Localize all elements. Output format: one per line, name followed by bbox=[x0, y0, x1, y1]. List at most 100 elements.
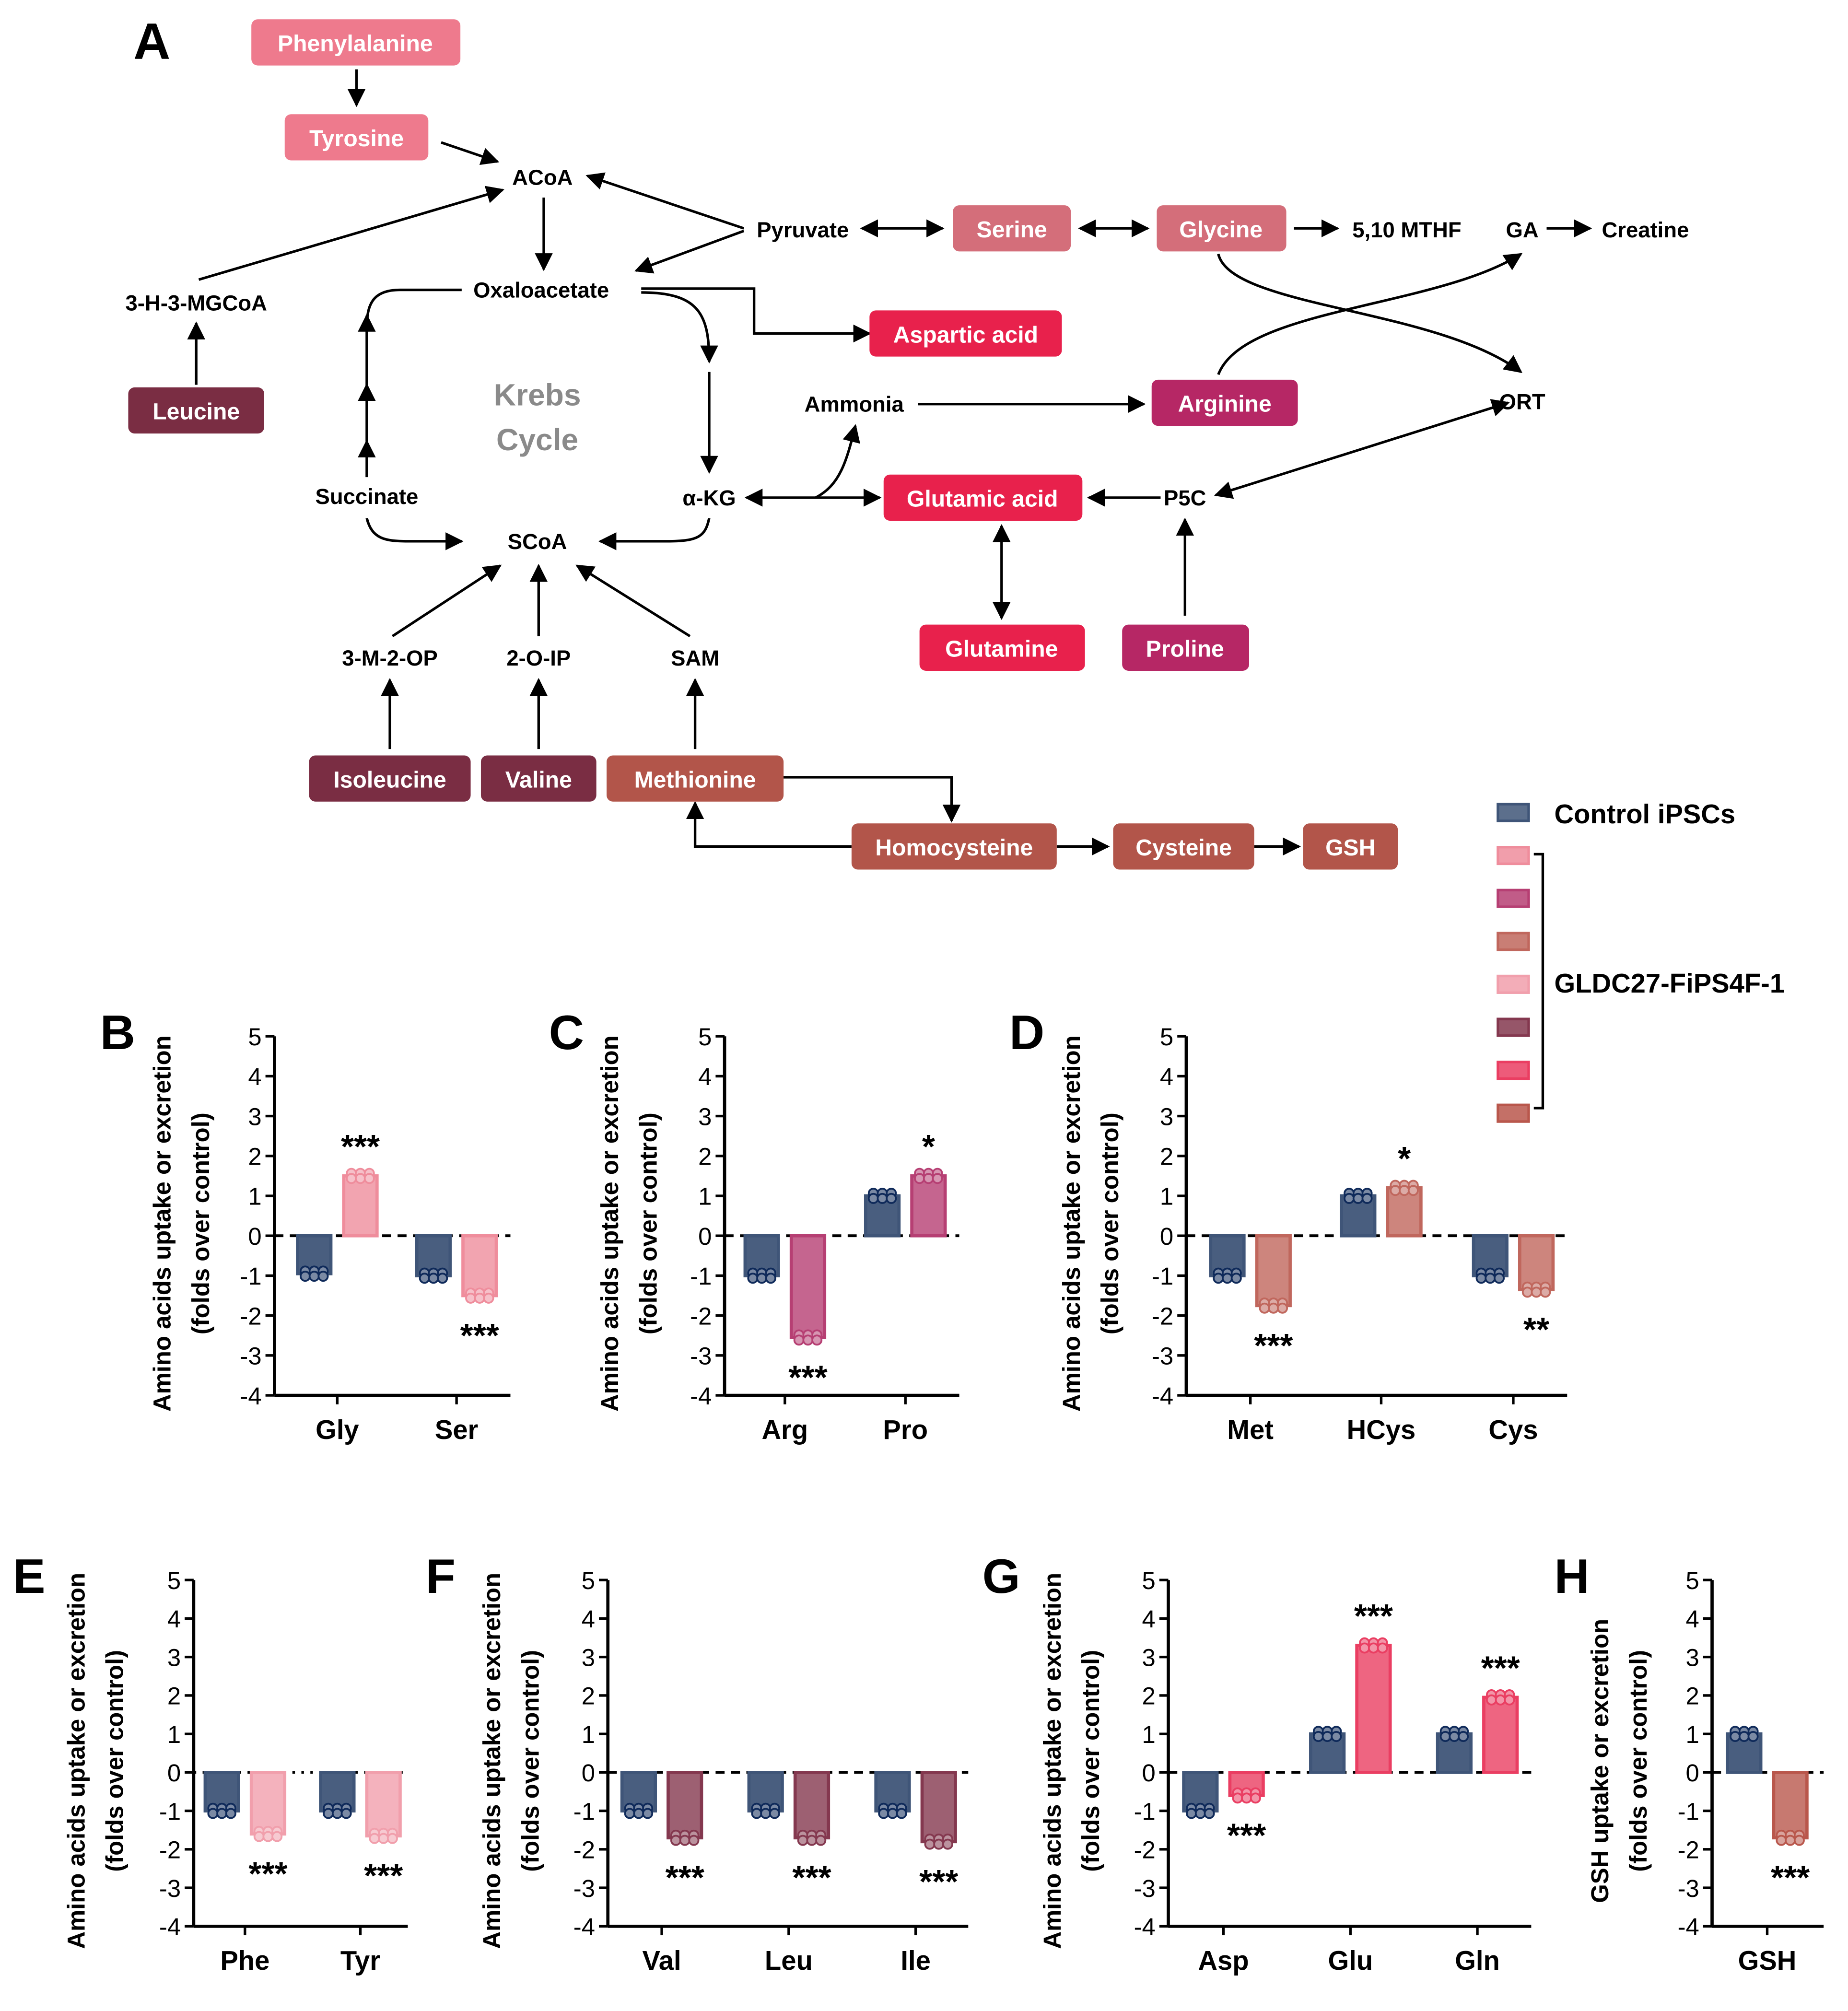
x-tick-label: Val bbox=[642, 1945, 681, 1976]
data-point bbox=[923, 1173, 934, 1184]
legend-swatch-7 bbox=[1497, 1103, 1530, 1123]
data-point bbox=[216, 1808, 228, 1819]
y-tick-label: -4 bbox=[159, 1913, 181, 1941]
pathway-node-proline: Proline bbox=[1122, 624, 1249, 671]
label-ort: ORT bbox=[1499, 389, 1545, 414]
y-axis-label-line2: (folds over control) bbox=[187, 1112, 214, 1334]
y-axis-label-line2: (folds over control) bbox=[634, 1112, 662, 1334]
x-tick-label: Asp bbox=[1198, 1945, 1249, 1976]
data-point bbox=[419, 1273, 430, 1284]
y-tick-label: 1 bbox=[1685, 1721, 1699, 1748]
y-tick-label: 3 bbox=[1685, 1644, 1699, 1671]
y-axis-label-line1: Amino acids uptake or excretion bbox=[149, 1035, 176, 1412]
pathway-node-glutamine: Glutamine bbox=[919, 624, 1085, 671]
label-scoa: SCoA bbox=[508, 529, 567, 554]
significance-marker: * bbox=[1398, 1140, 1411, 1177]
treated-bar-val bbox=[667, 1771, 703, 1840]
data-point bbox=[914, 1173, 925, 1184]
y-tick-label: 4 bbox=[698, 1063, 712, 1090]
data-point bbox=[323, 1808, 334, 1819]
data-point bbox=[474, 1292, 485, 1304]
y-tick-label: 3 bbox=[167, 1644, 181, 1671]
y-axis-label-line2: (folds over control) bbox=[1096, 1112, 1123, 1334]
data-point bbox=[253, 1831, 265, 1842]
treated-bar-gln bbox=[1482, 1695, 1519, 1774]
svg-text:Glutamic acid: Glutamic acid bbox=[907, 486, 1058, 512]
pathway-node-arginine: Arginine bbox=[1151, 379, 1298, 426]
pathway-node-tyrosine: Tyrosine bbox=[284, 114, 429, 161]
label-succinate: Succinate bbox=[316, 484, 419, 509]
data-point bbox=[1399, 1185, 1410, 1196]
y-tick-label: -2 bbox=[159, 1836, 181, 1864]
y-tick-label: 5 bbox=[698, 1023, 712, 1051]
y-tick-label: 1 bbox=[1142, 1721, 1155, 1748]
y-tick-label: -3 bbox=[240, 1343, 261, 1370]
y-tick-label: -2 bbox=[1152, 1302, 1173, 1330]
significance-marker: *** bbox=[341, 1128, 380, 1165]
pathway-arrows bbox=[187, 69, 1592, 856]
data-point bbox=[262, 1831, 274, 1842]
svg-text:Isoleucine: Isoleucine bbox=[333, 767, 446, 793]
data-point bbox=[1747, 1730, 1759, 1742]
svg-text:Arginine: Arginine bbox=[1178, 391, 1272, 417]
pathway-node-cysteine: Cysteine bbox=[1113, 823, 1254, 870]
label-3m2op: 3-M-2-OP bbox=[342, 646, 438, 670]
x-tick-label: Leu bbox=[765, 1945, 813, 1976]
label-2oip: 2-O-IP bbox=[506, 646, 571, 670]
data-point bbox=[1241, 1792, 1252, 1804]
legend-group-label: GLDC27-FiPS4F-1 bbox=[1555, 968, 1785, 998]
x-tick-label: Gly bbox=[316, 1415, 359, 1445]
y-tick-label: -3 bbox=[690, 1343, 712, 1370]
legend-swatch-5 bbox=[1497, 1017, 1530, 1037]
y-axis-label-line2: (folds over control) bbox=[1625, 1650, 1652, 1872]
data-point bbox=[886, 1193, 897, 1204]
label-hmgcoa: 3-H-3-MGCoA bbox=[125, 291, 267, 315]
data-point bbox=[942, 1838, 953, 1850]
x-tick-label: Arg bbox=[761, 1415, 808, 1445]
y-tick-label: 0 bbox=[248, 1223, 261, 1250]
data-point bbox=[670, 1835, 681, 1846]
svg-text:Leucine: Leucine bbox=[152, 399, 240, 425]
y-tick-label: 2 bbox=[1685, 1683, 1699, 1710]
y-tick-label: -4 bbox=[573, 1913, 595, 1941]
data-point bbox=[679, 1835, 690, 1846]
svg-text:Tyrosine: Tyrosine bbox=[309, 126, 404, 152]
treated-bar-tyr bbox=[365, 1771, 402, 1838]
pathway-node-isoleucine: Isoleucine bbox=[309, 755, 471, 802]
y-tick-label: 5 bbox=[582, 1567, 595, 1594]
significance-marker: *** bbox=[460, 1317, 499, 1354]
data-point bbox=[1494, 1273, 1505, 1284]
svg-text:Valine: Valine bbox=[505, 767, 572, 793]
svg-text:Homocysteine: Homocysteine bbox=[875, 835, 1033, 861]
data-point bbox=[815, 1835, 827, 1846]
label-pyruvate: Pyruvate bbox=[757, 218, 849, 242]
data-point bbox=[378, 1833, 389, 1844]
y-tick-label: -2 bbox=[1134, 1836, 1156, 1864]
data-point bbox=[369, 1833, 380, 1844]
data-point bbox=[1344, 1193, 1355, 1204]
significance-marker: *** bbox=[919, 1863, 958, 1900]
y-tick-label: 2 bbox=[167, 1683, 181, 1710]
pathway-node-homocysteine: Homocysteine bbox=[851, 823, 1057, 870]
treated-bar-leu bbox=[793, 1771, 830, 1840]
data-point bbox=[331, 1808, 343, 1819]
significance-marker: *** bbox=[364, 1857, 403, 1894]
legend-group-bracket bbox=[1533, 853, 1544, 1110]
x-tick-label: Gln bbox=[1455, 1945, 1500, 1976]
data-point bbox=[1361, 1193, 1373, 1204]
svg-text:Methionine: Methionine bbox=[634, 767, 756, 793]
data-point bbox=[642, 1808, 654, 1819]
y-axis-label-line1: Amino acids uptake or excretion bbox=[1058, 1035, 1085, 1412]
y-tick-label: 1 bbox=[582, 1721, 595, 1748]
y-tick-label: 1 bbox=[1160, 1183, 1173, 1210]
data-point bbox=[1268, 1302, 1279, 1314]
data-point bbox=[225, 1808, 236, 1819]
y-tick-label: 2 bbox=[582, 1683, 595, 1710]
y-tick-label: -2 bbox=[1678, 1836, 1699, 1864]
treated-bar-met bbox=[1255, 1234, 1292, 1308]
data-point bbox=[802, 1334, 814, 1346]
